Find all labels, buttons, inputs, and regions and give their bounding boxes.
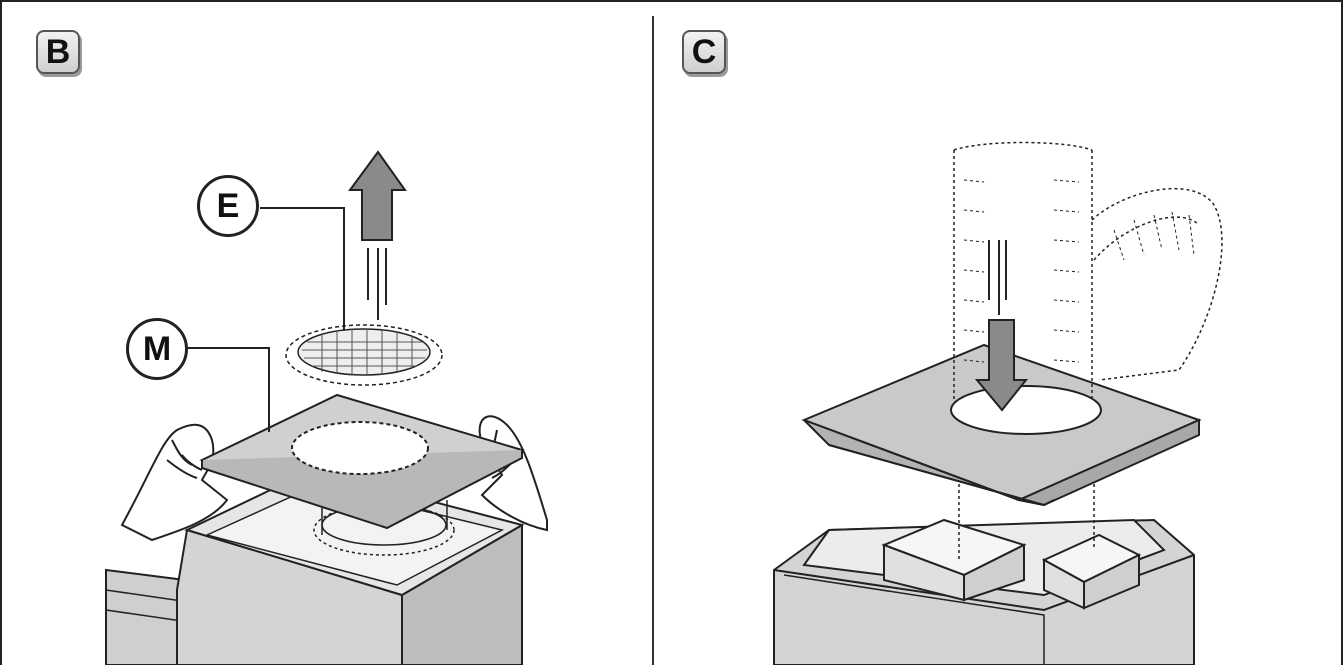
panel-divider bbox=[652, 16, 654, 665]
down-arrow bbox=[974, 240, 1029, 412]
panel-b: B bbox=[2, 0, 652, 665]
grill-e bbox=[285, 324, 443, 386]
up-arrow bbox=[348, 150, 407, 320]
hood-body bbox=[773, 518, 1195, 665]
panel-c-illustration bbox=[773, 141, 1223, 665]
panel-c: C bbox=[654, 0, 1341, 665]
hood-body bbox=[105, 468, 525, 665]
panel-b-illustration bbox=[105, 150, 548, 665]
panel-label-b: B bbox=[36, 30, 80, 74]
flexible-duct bbox=[953, 141, 1223, 400]
leader-lines bbox=[188, 207, 345, 432]
filter-panel-m bbox=[199, 393, 525, 530]
panel-label-c: C bbox=[682, 30, 726, 74]
callout-m: M bbox=[126, 318, 188, 380]
callout-e: E bbox=[197, 175, 259, 237]
canopy-collar bbox=[801, 343, 1202, 507]
